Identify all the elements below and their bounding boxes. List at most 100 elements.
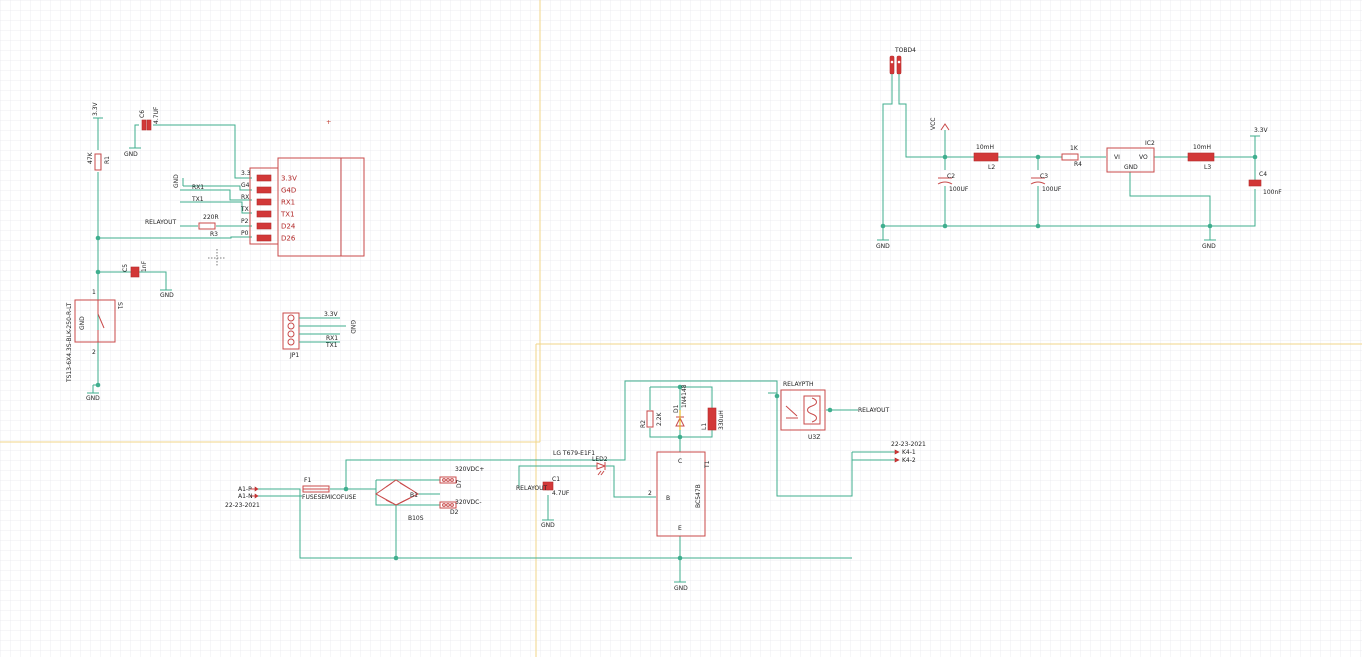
fuse-value: FUSESEMICOFUSE [302,494,357,501]
relay-u3z[interactable]: RELAYPTH U3Z RELAYOUT [780,381,890,441]
ac-input-2-label: A1-N [238,493,253,500]
mcu-section: 3.3V 47K R1 C6 4.7UF GND GND RX1 TX1 REL… [66,101,365,402]
date-label-left: 22-23-2021 [225,502,260,509]
rail-3v3-mcu-label: 3.3V [92,101,99,116]
capacitor-c1-ref: C1 [552,476,560,483]
rail-3v3-psu: 3.3V [1250,127,1269,137]
capacitor-c4-ref: C4 [1259,171,1267,178]
switch-pin-top: 1 [92,289,96,296]
module-pin-label: G4D [281,187,296,195]
header-jp1[interactable]: 3.3V GND RX1 TX1 JP1 [282,311,356,359]
capacitor-c2-ref: C2 [947,173,955,180]
transistor-t1[interactable]: C B E 2 BC547B T1 [648,451,711,537]
rail-3v3-label: 3.3V [1254,127,1269,134]
output-d7-label: D7 [456,479,463,488]
fuse-ref: F1 [304,477,311,484]
gnd-label-psu-left: GND [876,243,890,250]
resistor-r4[interactable]: 1K R4 [1061,145,1082,168]
module-pin-name: G4 [241,182,250,189]
capacitor-c3-value: 100UF [1042,186,1062,193]
connector-k4[interactable]: 22-23-2021 K4-1 K4-2 [891,441,926,464]
header-pin-3: RX1 [326,335,338,342]
output-minus-label: 320VDC- [455,499,482,506]
switch-body-label: GND [79,316,86,330]
regulator-ref: IC2 [1145,140,1155,147]
module-pin-name: TX [240,206,249,213]
resistor-r3-value: 220R [203,214,219,221]
regulator-pin-out: VO [1139,154,1148,161]
output-connector-minus[interactable]: 320VDC- D2 [439,499,482,516]
terminal-block-tobd4[interactable]: TOBD4 [889,47,916,75]
gnd-label-psu-right: GND [1202,243,1216,250]
switch-ref: S1 [116,302,123,310]
resistor-r3[interactable]: 220R R3 [198,214,219,238]
resistor-r2[interactable]: R2 2.2K [640,410,663,428]
bridge-part: B10S [408,515,424,522]
ac-input-connector[interactable]: A1-P A1-N 22-23-2021 [225,486,260,509]
fuse-f1[interactable]: F1 FUSESEMICOFUSE [302,477,357,501]
module-pin-label: D24 [281,223,296,231]
module-pin-pad [256,186,272,194]
module-pin-label: TX1 [280,211,295,219]
capacitor-c3[interactable]: C3 100UF [1030,173,1062,193]
module-pin-name: P0 [241,230,249,237]
module-pin-pad [256,210,272,218]
capacitor-c6[interactable]: C6 4.7UF [139,106,160,131]
vcc-symbol: VCC [930,118,950,131]
regulator-pin-in: VI [1114,154,1120,161]
k4-pin-1: K4-1 [902,449,916,456]
inductor-l2[interactable]: 10mH L2 [973,144,999,171]
vcc-label: VCC [930,118,937,130]
header-pin-1: 3.3V [324,311,339,318]
module-pin-pad [256,222,272,230]
capacitor-c4[interactable]: C4 100nF [1248,171,1282,196]
switch-part: TS13-6X4.3S-BLK-250-R-LT [66,302,73,383]
led-led2[interactable]: LG T679-E1F1 LED2 [553,450,608,476]
gnd-symbol-c5: GND [160,289,174,299]
led-ref: LED2 [592,456,608,463]
gnd-symbol-main: GND [674,581,688,592]
resistor-r1-value: 47K [87,151,94,164]
net-label-relayout: RELAYOUT [145,219,177,226]
capacitor-c3-ref: C3 [1040,173,1048,180]
header-pin-2: GND [349,320,356,334]
capacitor-c2[interactable]: C2 100UF [937,173,969,193]
capacitor-c1[interactable]: C1 4.7UF RELAYOUT [516,476,570,497]
gnd-label-main: GND [674,585,688,592]
regulator-ic2[interactable]: IC2 VI VO GND [1106,140,1155,173]
inductor-l3[interactable]: 10mH L3 [1187,144,1215,171]
junctions-psu [880,154,1258,229]
module-pin-pad [256,198,272,206]
capacitor-c4-value: 100nF [1263,189,1282,196]
relayout-label-c1: RELAYOUT [516,485,548,492]
capacitor-c6-ref: C6 [139,110,146,118]
gnd-label-c1: GND [541,522,555,529]
regulator-pin-gnd: GND [1124,164,1138,171]
inductor-l1[interactable]: L1 330uH [701,407,725,431]
resistor-r1[interactable]: 47K R1 [87,151,111,171]
bridge-rectifier-b1[interactable]: B1 B10S [375,479,424,522]
transistor-pin-c: C [678,458,682,465]
output-connector-plus[interactable]: 320VDC+ D7 [439,466,484,488]
bridge-ref: B1 [410,492,418,499]
capacitor-c5[interactable]: C5 1nF [122,260,148,278]
junctions-mcu [95,235,101,388]
relay-ref: U3Z [808,434,820,441]
cursor-crosshair [208,249,226,267]
capacitor-c6-value: 4.7UF [153,106,160,124]
net-label-tx: TX1 [191,196,204,203]
module-pin-label: RX1 [281,199,295,207]
k4-pin-2: K4-2 [902,457,916,464]
resistor-r4-ref: R4 [1074,161,1082,168]
transistor-pin-b: B [666,495,670,502]
resistor-r2-ref: R2 [640,420,647,428]
relay-out-label: RELAYOUT [858,407,890,414]
tactile-switch-s1[interactable]: GND 1 2 S1 TS13-6X4.3S-BLK-250-R-LT [66,289,123,383]
diode-d1[interactable]: D1 1N4148 [673,384,688,430]
transistor-pin-b-num: 2 [648,490,652,497]
resistor-r1-ref: R1 [104,156,111,164]
